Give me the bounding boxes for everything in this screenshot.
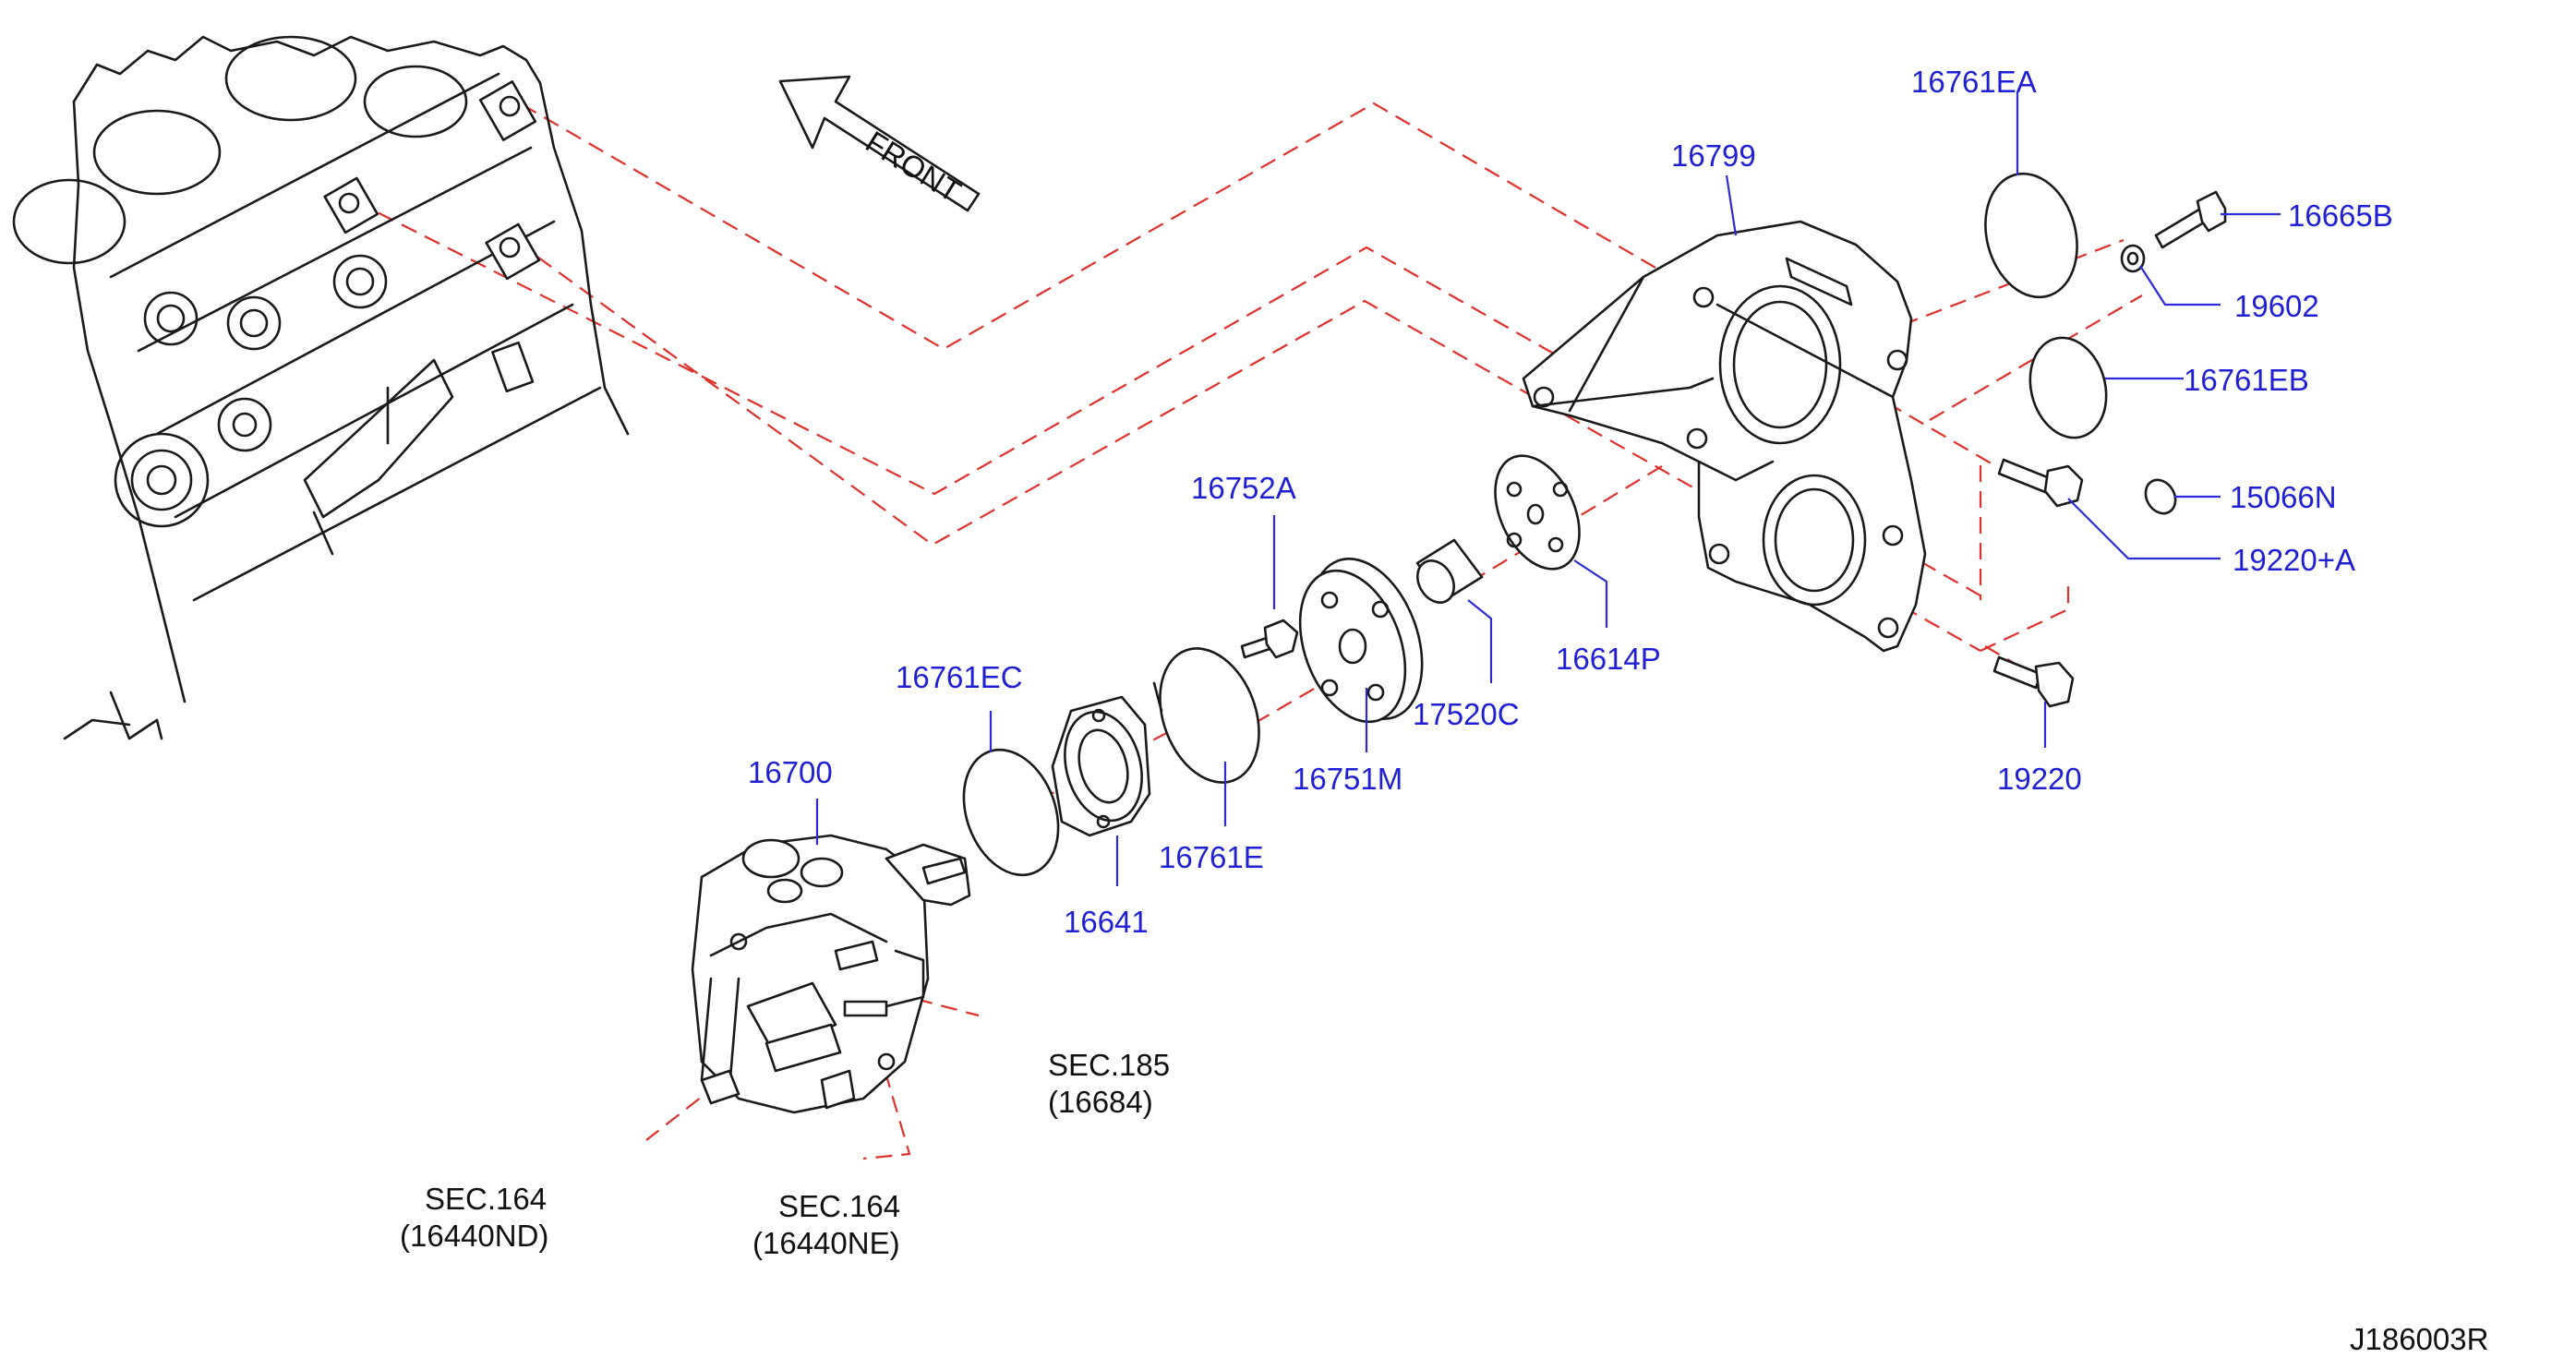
part-label-16761ec[interactable]: 16761EC bbox=[896, 660, 1023, 694]
front-arrow-icon bbox=[778, 75, 981, 212]
part-label-17520c[interactable]: 17520C bbox=[1413, 697, 1520, 731]
gasket-16761e-drawing bbox=[1159, 647, 1260, 784]
oring-15066n-drawing bbox=[2144, 478, 2177, 515]
section-ref-185[interactable]: SEC.185 bbox=[1048, 1048, 1170, 1082]
part-label-16752a[interactable]: 16752A bbox=[1191, 471, 1296, 505]
section-ref-185-part: (16684) bbox=[1048, 1085, 1153, 1119]
flange-16641-drawing bbox=[1051, 695, 1151, 837]
bushing-17520c-drawing bbox=[1415, 538, 1484, 604]
part-label-16761eb[interactable]: 16761EB bbox=[2184, 363, 2309, 397]
engine-block-drawing bbox=[12, 35, 630, 740]
section-ref-164-ne[interactable]: SEC.164 bbox=[778, 1189, 900, 1223]
section-ref-164-nd[interactable]: SEC.164 bbox=[425, 1182, 547, 1216]
part-label-19602[interactable]: 19602 bbox=[2234, 289, 2319, 323]
gasket-16761ea-drawing bbox=[1984, 172, 2078, 299]
part-label-16700[interactable]: 16700 bbox=[748, 755, 833, 789]
cover-plate-drawing bbox=[1522, 220, 1927, 653]
coupling-16751m-drawing bbox=[1298, 558, 1424, 724]
part-label-16761e[interactable]: 16761E bbox=[1159, 840, 1264, 874]
bolt-19220a-drawing bbox=[1997, 458, 2084, 508]
part-label-16761ea[interactable]: 16761EA bbox=[1911, 65, 2037, 99]
gasket-16761eb-drawing bbox=[2028, 336, 2108, 439]
part-label-15066n[interactable]: 15066N bbox=[2230, 480, 2337, 514]
bolt-16665b-drawing bbox=[2154, 190, 2227, 249]
drawing-code: J186003R bbox=[2350, 1322, 2488, 1356]
fuel-pump-drawing bbox=[691, 834, 971, 1114]
part-label-16641[interactable]: 16641 bbox=[1064, 905, 1149, 939]
part-label-16665b[interactable]: 16665B bbox=[2288, 198, 2393, 233]
part-label-19220a[interactable]: 19220+A bbox=[2233, 543, 2355, 577]
part-label-16799[interactable]: 16799 bbox=[1671, 138, 1756, 173]
plate-16614p-drawing bbox=[1494, 454, 1581, 571]
front-label: FRONT bbox=[860, 125, 967, 210]
bolt-19220-drawing bbox=[1992, 655, 2075, 708]
leader-lines bbox=[815, 92, 2281, 886]
bolt-16752a-drawing bbox=[1240, 619, 1299, 659]
part-label-16751m[interactable]: 16751M bbox=[1293, 762, 1402, 796]
gasket-16761ec-drawing bbox=[962, 748, 1060, 877]
part-label-19220[interactable]: 19220 bbox=[1997, 762, 2082, 796]
section-ref-164-nd-part: (16440ND) bbox=[400, 1219, 548, 1253]
section-ref-164-ne-part: (16440NE) bbox=[752, 1226, 900, 1260]
washer-19602-drawing bbox=[2120, 244, 2146, 273]
part-label-16614p[interactable]: 16614P bbox=[1556, 642, 1661, 676]
